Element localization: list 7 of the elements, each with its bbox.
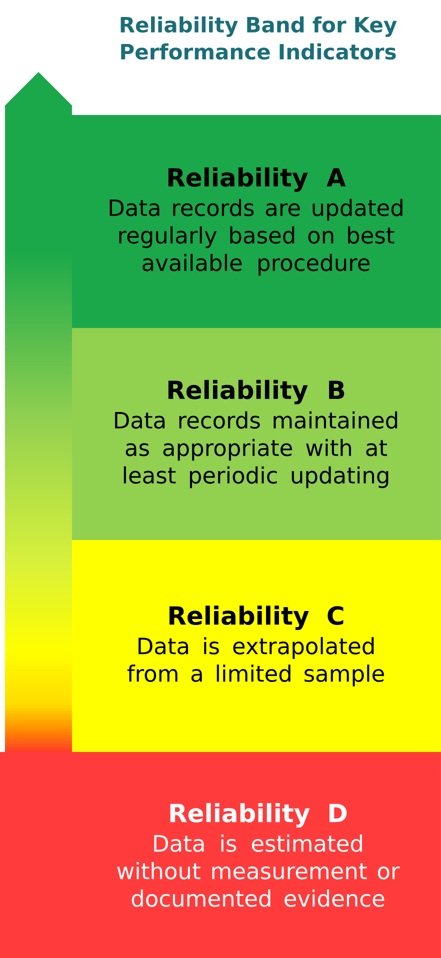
node-label: Reliability A: [168, 167, 346, 192]
band-box: Reliability A Data records are updated regularly based on best available procedure: [72, 115, 441, 328]
title: Reliability Band for Key Performance Indicators: [120, 16, 397, 60]
band-box: Reliability C Data is extrapolated from a limited sample: [72, 540, 441, 752]
node-label: Data records are updated regularly based on best available procedure: [110, 198, 402, 276]
band-box: Reliability B Data records maintained as appropriate with at least periodic updating: [72, 328, 441, 540]
band-box: Reliability D Data is estimated without measurement or documented evidence: [0, 752, 441, 958]
